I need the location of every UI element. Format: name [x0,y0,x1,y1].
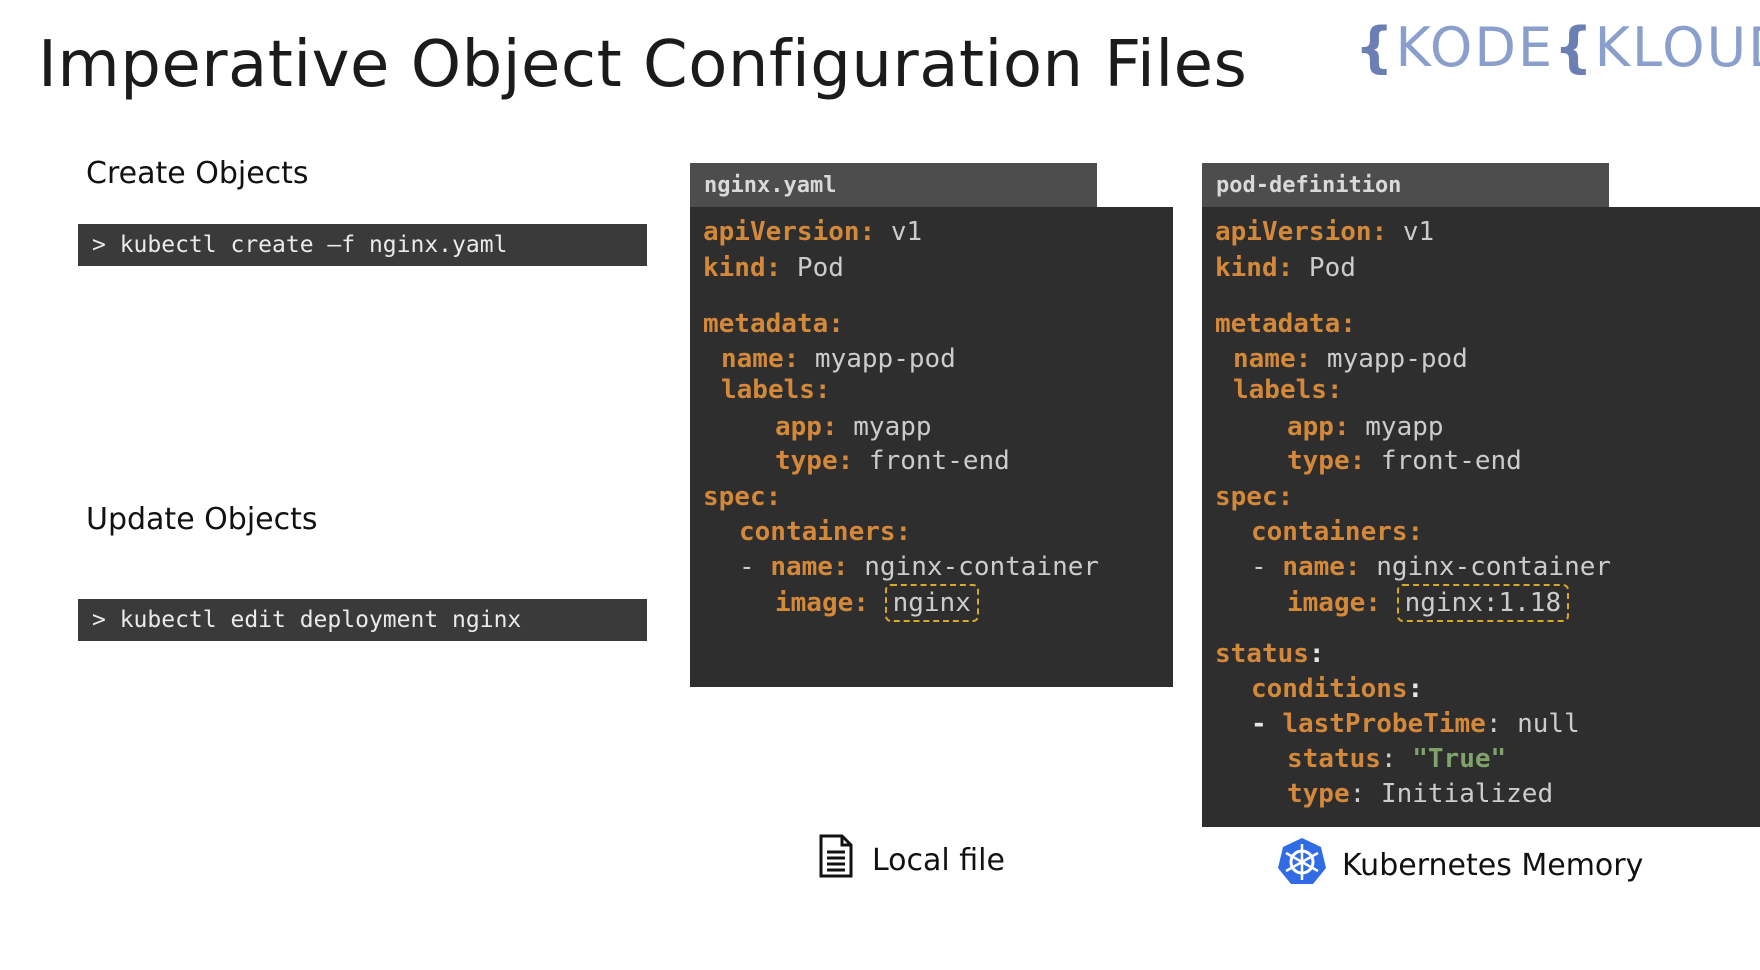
code-line: image: nginx:1.18 [1287,584,1570,622]
code-line: kind: Pod [1215,253,1356,283]
code-line: app: myapp [1287,412,1444,442]
local-file-caption: Local file [818,834,1005,886]
create-objects-label: Create Objects [86,156,309,191]
code-line: metadata: [1215,309,1356,339]
code-line: - name: nginx-container [739,552,1100,582]
code-line: apiVersion: v1 [1215,217,1435,247]
kubernetes-memory-caption: Kubernetes Memory [1276,836,1643,894]
code-line: type: Initialized [1287,779,1554,809]
code-line: kind: Pod [703,253,844,283]
code-line: metadata: [703,309,844,339]
nginx-yaml-tab: nginx.yaml [690,163,1097,207]
document-icon [818,834,854,886]
code-line: containers: [1251,517,1424,547]
code-line: labels: [1233,375,1343,405]
code-line: - name: nginx-container [1251,552,1612,582]
code-line: spec: [1215,482,1294,512]
code-line: - lastProbeTime: null [1251,709,1580,739]
kodekloud-logo: {KODE{KLOUD [1355,15,1760,79]
code-line: containers: [739,517,912,547]
local-file-code: apiVersion: v1 kind: Pod metadata: name:… [690,207,1173,687]
update-objects-label: Update Objects [86,502,318,537]
code-line: conditions: [1251,674,1424,704]
code-line: type: front-end [775,446,1010,476]
code-line: labels: [721,375,831,405]
code-line: name: myapp-pod [721,344,956,374]
code-line: status: "True" [1287,744,1507,774]
create-command: > kubectl create –f nginx.yaml [78,224,647,266]
code-line: name: myapp-pod [1233,344,1468,374]
image-highlight: nginx [884,584,979,622]
code-line: apiVersion: v1 [703,217,923,247]
edit-command: > kubectl edit deployment nginx [78,599,647,641]
code-line: app: myapp [775,412,932,442]
code-line: image: nginx [775,584,979,622]
kubernetes-icon [1276,836,1328,894]
memory-code: apiVersion: v1 kind: Pod metadata: name:… [1202,207,1760,827]
code-line: status: [1215,639,1325,669]
code-line: spec: [703,482,782,512]
image-highlight: nginx:1.18 [1396,584,1570,622]
page-title: Imperative Object Configuration Files [38,28,1248,102]
pod-definition-tab: pod-definition [1202,163,1609,207]
code-line: type: front-end [1287,446,1522,476]
